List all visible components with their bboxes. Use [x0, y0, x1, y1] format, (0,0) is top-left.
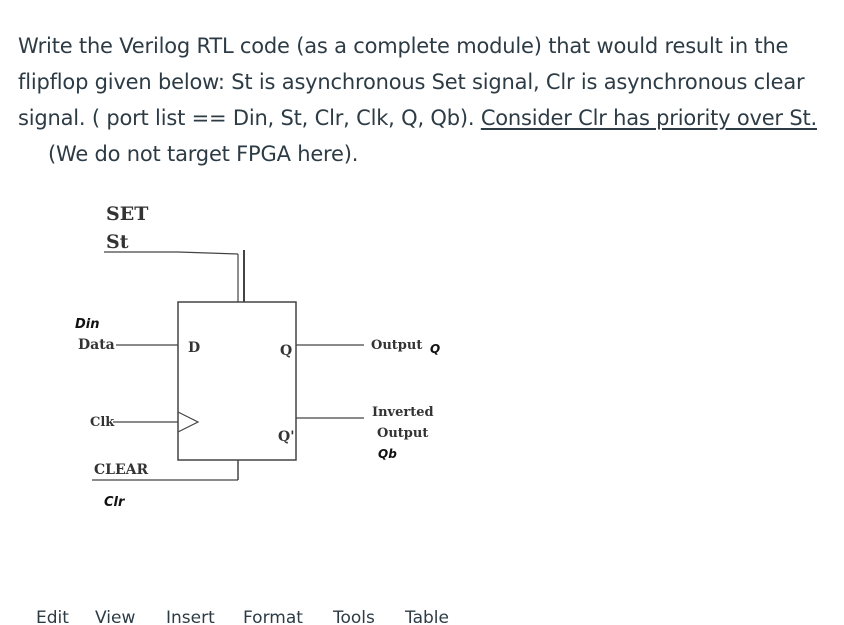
question-line-2: flipflop given below: St is asynchronous…	[18, 70, 805, 94]
question-line-1: Write the Verilog RTL code (as a complet…	[18, 34, 789, 58]
data-label: Data	[78, 337, 115, 353]
question-text: Write the Verilog RTL code (as a complet…	[18, 28, 833, 172]
menu-edit[interactable]: Edit	[36, 608, 69, 625]
editor-menubar: Edit View Insert Format Tools Table	[0, 603, 844, 625]
question-line-3-text: signal. ( port list == Din, St, Clr, Clk…	[18, 106, 481, 130]
menu-format[interactable]: Format	[243, 608, 303, 625]
priority-note: Consider Clr has priority over St.	[480, 106, 817, 130]
clear-label: CLEAR	[94, 462, 149, 478]
qb-label: Qb	[378, 447, 397, 461]
flipflop-diagram: SET St Din Data D Q Output Q Clk Q' Inve…	[75, 203, 440, 510]
menu-insert[interactable]: Insert	[166, 608, 215, 625]
menu-tools[interactable]: Tools	[333, 608, 375, 625]
st-label: St	[106, 231, 129, 253]
inverted-label: Inverted	[372, 405, 434, 420]
clock-triangle-icon	[177, 411, 200, 433]
din-label: Din	[75, 317, 100, 332]
inverted-output-label: Output	[377, 426, 428, 441]
flipflop-box	[177, 301, 297, 461]
output-label: Output	[371, 338, 422, 353]
d-pin-label: D	[188, 340, 200, 356]
clr-label: Clr	[104, 495, 126, 510]
qbar-pin-label: Q'	[278, 429, 294, 445]
question-line-4: (We do not target FPGA here).	[48, 142, 359, 166]
set-wire-horizontal	[177, 251, 239, 255]
q-pin-label: Q	[280, 343, 292, 359]
menu-view[interactable]: View	[95, 608, 136, 625]
menu-table[interactable]: Table	[405, 608, 449, 625]
set-label: SET	[106, 203, 148, 225]
question-line-3: signal. ( port list == Din, St, Clr, Clk…	[18, 100, 833, 136]
clk-label: Clk	[90, 415, 115, 430]
output-q-label: Q	[430, 342, 440, 356]
